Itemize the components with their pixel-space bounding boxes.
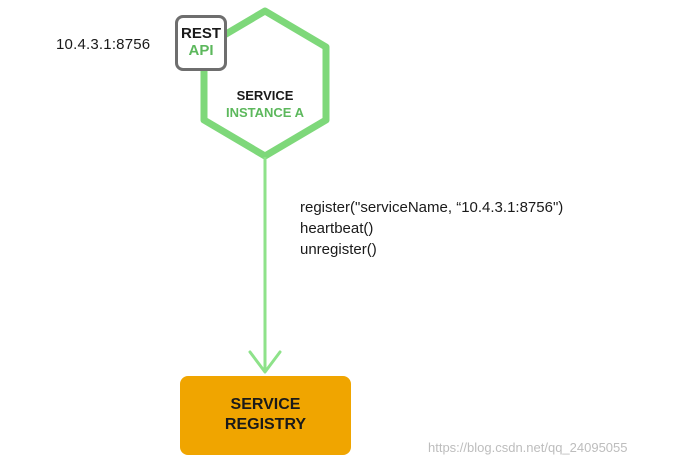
rest-api-label-bottom: API — [188, 42, 214, 59]
register-call-text: register("serviceName, “10.4.3.1:8756") — [300, 199, 564, 216]
register-arrow-head — [248, 350, 282, 374]
service-instance-subtitle: INSTANCE A — [226, 105, 304, 120]
instance-address-label: 10.4.3.1:8756 — [56, 36, 151, 53]
service-registry-label-top: SERVICE — [230, 396, 301, 413]
service-instance-title: SERVICE — [236, 88, 294, 103]
rest-api-badge: REST API — [175, 15, 227, 71]
registry-calls-list: register("serviceName, “10.4.3.1:8756") … — [300, 197, 563, 260]
service-registry-label-bottom: REGISTRY — [224, 416, 307, 433]
watermark-text: https://blog.csdn.net/qq_24095055 — [428, 440, 628, 455]
rest-api-label-top: REST — [180, 25, 221, 42]
unregister-call-text: unregister() — [300, 241, 377, 258]
heartbeat-call-text: heartbeat() — [300, 220, 374, 237]
service-registry-box: SERVICE REGISTRY — [180, 376, 351, 455]
